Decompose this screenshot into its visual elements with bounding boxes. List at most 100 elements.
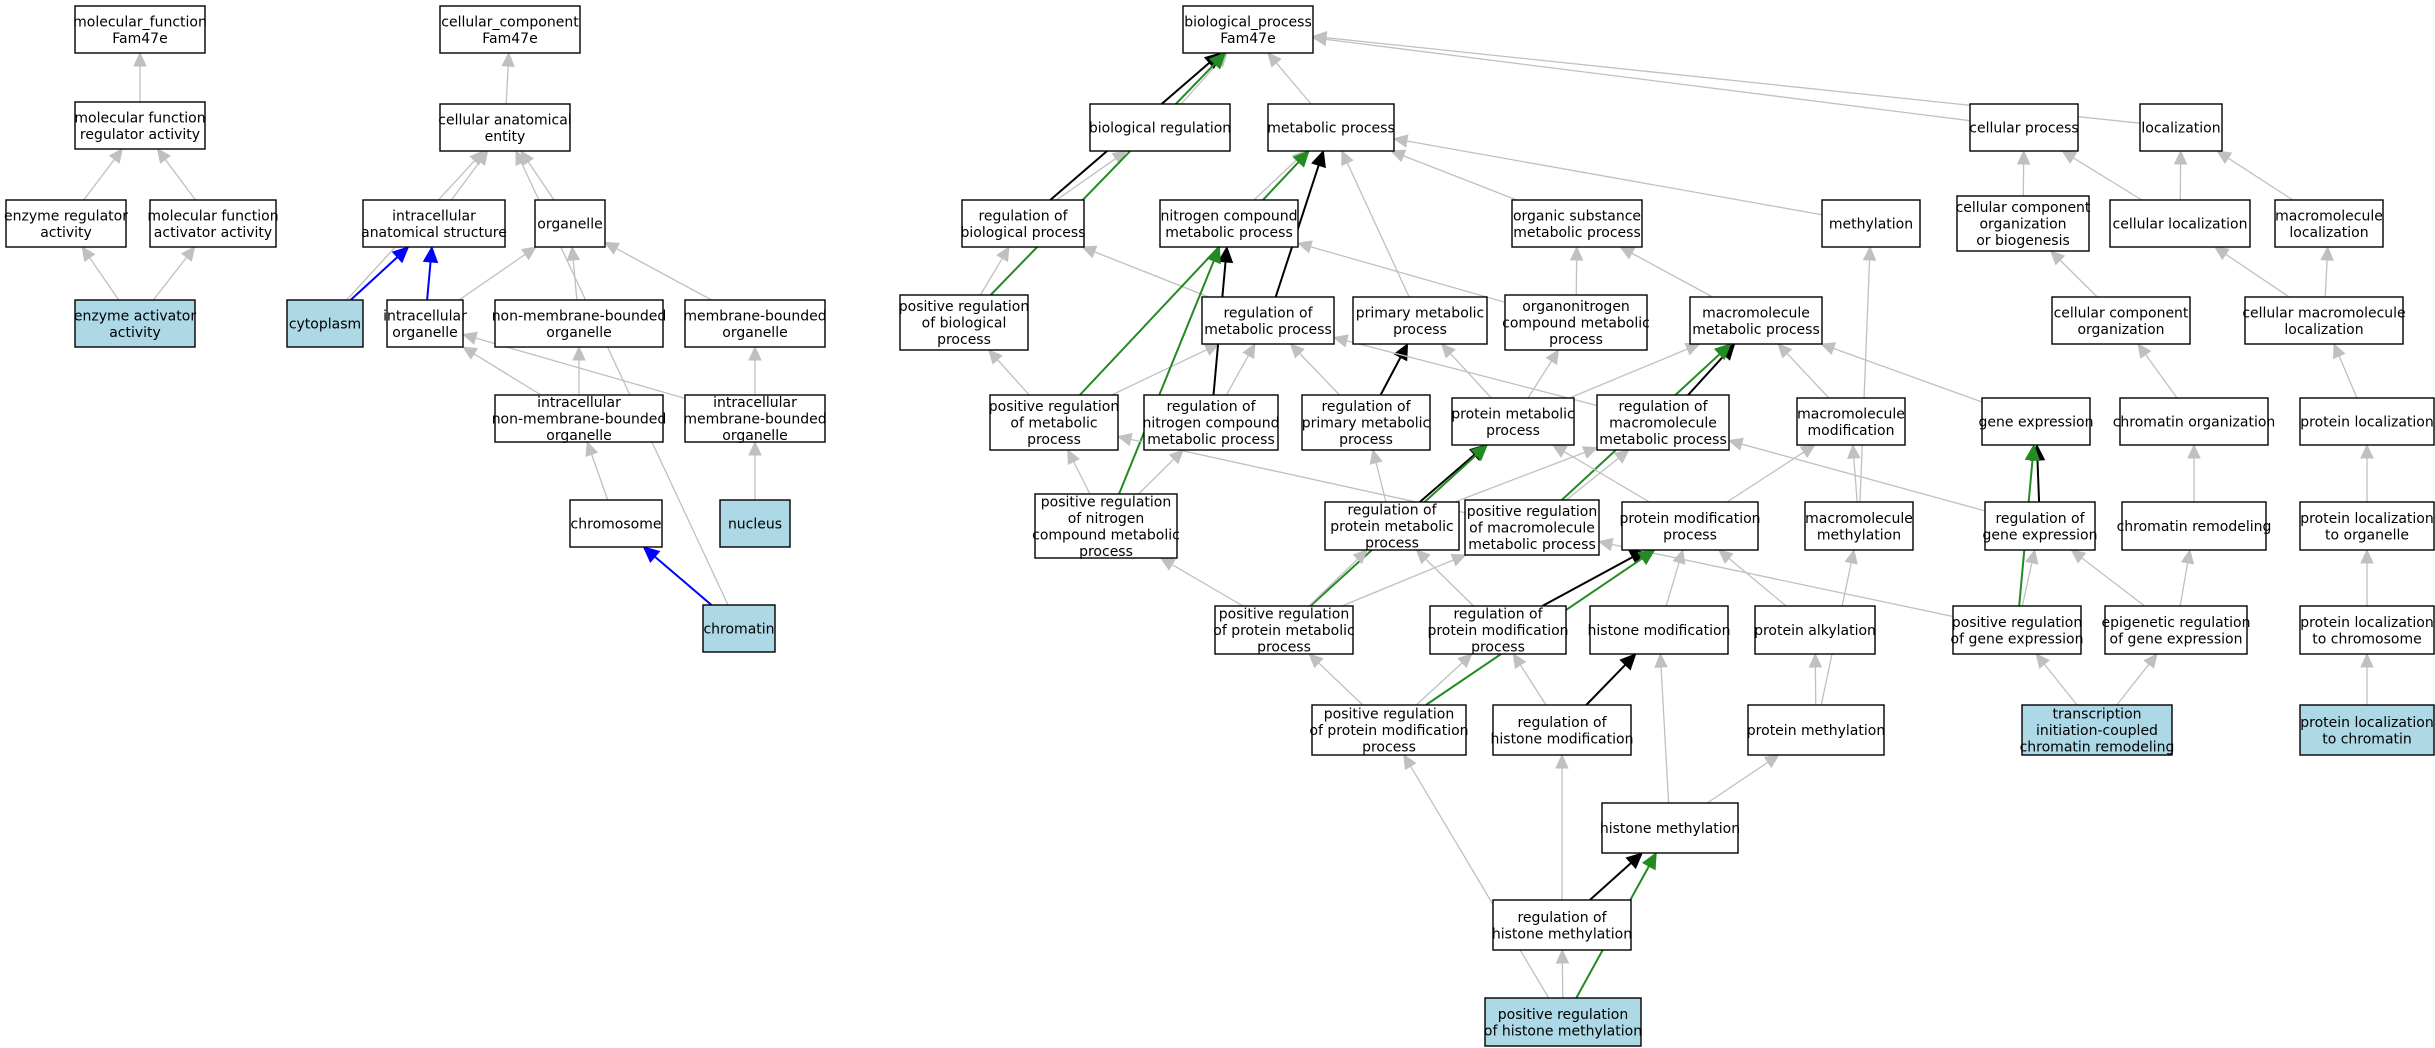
arrowhead: [108, 148, 123, 164]
node-meth[interactable]: methylation: [1821, 199, 1921, 248]
node-mp[interactable]: metabolic process: [1267, 103, 1395, 152]
node-hmeth[interactable]: histone methylation: [1600, 802, 1740, 854]
edge-oncmp-to-ncmp: [1296, 240, 1506, 303]
edge-nmbo-to-org: [566, 245, 581, 301]
edge-line: [1687, 354, 1726, 396]
edge-era-to-mfra: [83, 148, 123, 201]
node-label-line: process: [1486, 423, 1540, 439]
edge-line: [1728, 557, 1787, 607]
node-box: [899, 294, 1029, 351]
arrowhead: [461, 346, 479, 360]
node-label-line: process: [937, 332, 991, 348]
node-label-line: macromolecule: [1797, 406, 1905, 422]
node-label-line: gene expression: [1979, 415, 2094, 431]
node-corg[interactable]: chromatin organization: [2113, 397, 2276, 446]
edge-eaa-to-mfaa: [152, 246, 196, 301]
node-cyto[interactable]: cytoplasm: [286, 299, 364, 348]
node-label-line: protein methylation: [1747, 723, 1885, 739]
node-org[interactable]: organelle: [534, 199, 606, 248]
node-pmeth[interactable]: protein methylation: [1747, 704, 1885, 756]
edge-palk-to-pmodp: [1717, 549, 1787, 607]
node-loc[interactable]: localization: [2139, 103, 2223, 152]
node-label-line: histone methylation: [1600, 821, 1740, 837]
node-label-line: methylation: [1829, 217, 1913, 233]
node-ticcr[interactable]: transcriptioninitiation-coupledchromatin…: [2020, 704, 2175, 756]
arrowhead: [2070, 549, 2087, 564]
node-inmbo[interactable]: intracellularnon-membrane-boundedorganel…: [492, 394, 667, 444]
node-label-line: membrane-bounded: [683, 308, 826, 324]
node-nuc[interactable]: nucleus: [719, 499, 791, 548]
node-hmod[interactable]: histone modification: [1588, 605, 1731, 655]
edge-prprotmp-to-rprotmp: [1308, 549, 1368, 607]
node-chrom[interactable]: chromosome: [569, 499, 663, 548]
node-label-line: intracellular: [392, 208, 476, 224]
node-cp[interactable]: cellular process: [1969, 103, 2079, 152]
edge-cloc-to-cp: [2061, 150, 2143, 201]
node-box: [534, 199, 606, 248]
node-label-line: regulation of: [1347, 503, 1437, 519]
node-ploc[interactable]: protein localization: [2299, 397, 2435, 446]
edge-prncmp-to-prmp: [1067, 448, 1091, 495]
node-breg[interactable]: biological regulation: [1089, 103, 1231, 152]
node-chrt[interactable]: chromatin: [702, 604, 776, 653]
node-palk[interactable]: protein alkylation: [1754, 605, 1876, 655]
node-cloc[interactable]: cellular localization: [2109, 199, 2251, 248]
arrowhead: [181, 246, 196, 262]
node-label-line: organelle: [722, 428, 787, 444]
edge-line: [83, 158, 115, 201]
node-gexp[interactable]: gene expression: [1979, 397, 2094, 446]
node-label-line: protein modification: [1619, 511, 1760, 527]
edge-plchrom-to-plorg: [2360, 548, 2374, 606]
node-crem[interactable]: chromatin remodeling: [2117, 501, 2272, 551]
arrowhead: [1684, 342, 1701, 356]
